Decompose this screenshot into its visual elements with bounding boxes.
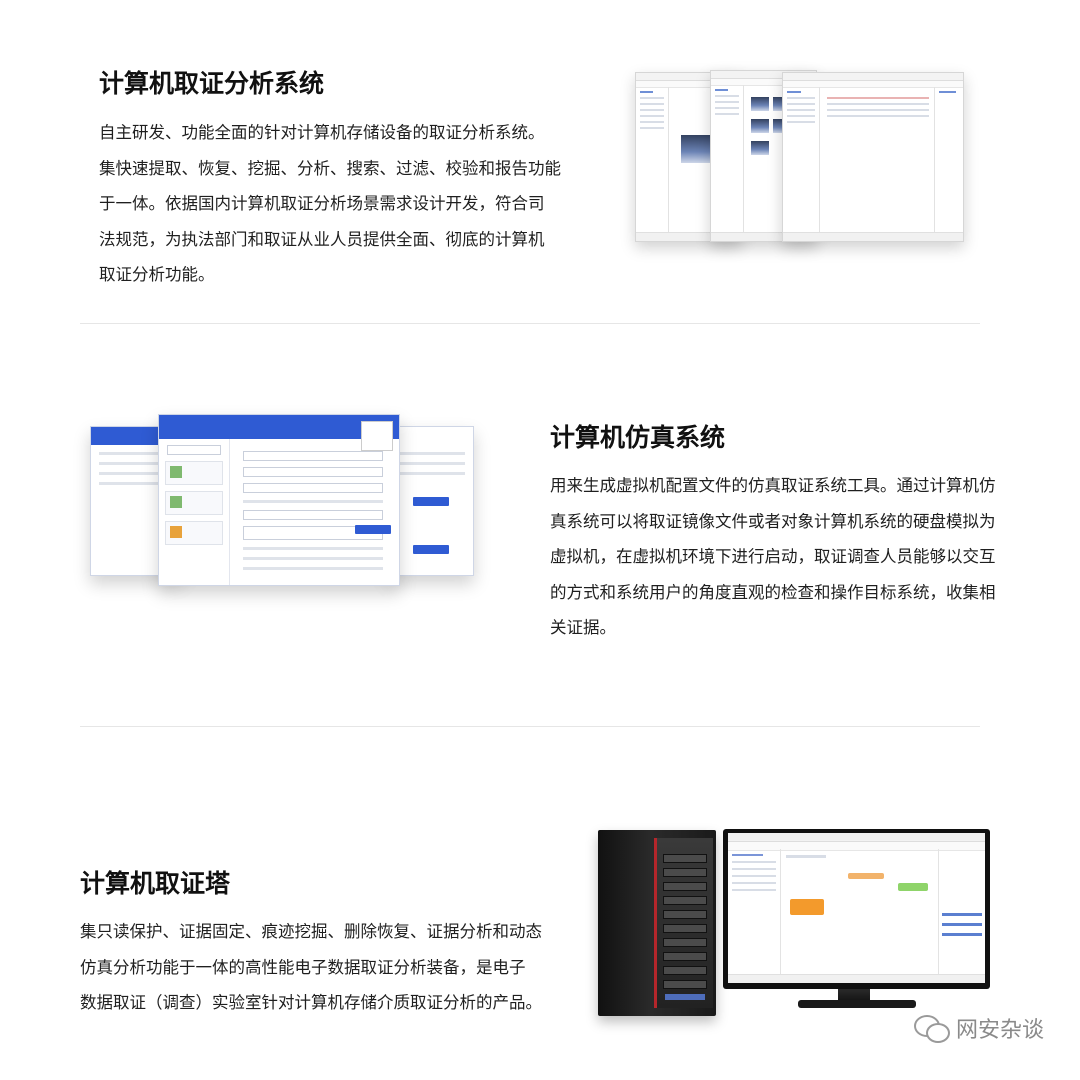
section-title-forensic-tower: 计算机取证塔 <box>80 869 231 898</box>
section-description-forensic-tower: 集只读保护、证据固定、痕迹挖掘、删除恢复、证据分析和动态 仿真分析功能于一体的高… <box>80 914 550 1021</box>
description-line: 于一体。依据国内计算机取证分析场景需求设计开发，符合司 <box>99 194 545 213</box>
section-divider <box>80 323 980 324</box>
description-line: 取证分析功能。 <box>99 265 215 284</box>
description-line: 真系统可以将取证镜像文件或者对象计算机系统的硬盘模拟为 <box>550 511 996 531</box>
description-line: 集只读保护、证据固定、痕迹挖掘、删除恢复、证据分析和动态 <box>80 922 542 941</box>
description-line: 法规范，为执法部门和取证从业人员提供全面、彻底的计算机 <box>99 229 545 249</box>
description-line: 用来生成虚拟机配置文件的仿真取证系统工具。通过计算机仿 <box>550 476 996 495</box>
simulation-system-screenshots <box>88 414 476 586</box>
app-window-screenshot <box>782 72 964 242</box>
forensic-analysis-screenshots <box>630 70 965 245</box>
app-window-screenshot <box>158 414 400 586</box>
watermark-text: 网安杂谈 <box>955 1018 1044 1043</box>
description-line: 集快速提取、恢复、挖掘、分析、搜索、过滤、校验和报告功能 <box>99 158 561 178</box>
monitor-stand-base <box>798 1000 916 1008</box>
section-title-simulation-system: 计算机仿真系统 <box>550 423 726 452</box>
description-line: 虚拟机，在虚拟机环境下进行启动，取证调查人员能够以交互 <box>550 547 996 566</box>
section-divider <box>80 726 980 727</box>
description-line: 自主研发、功能全面的针对计算机存储设备的取证分析系统。 <box>99 123 545 142</box>
section-title-forensic-analysis: 计算机取证分析系统 <box>99 69 325 98</box>
description-line: 的方式和系统用户的角度直观的检查和操作目标系统，收集相 <box>550 582 996 602</box>
description-line: 数据取证（调查）实验室针对计算机存储介质取证分析的产品。 <box>80 993 542 1012</box>
monitor-stand <box>838 989 870 1003</box>
wechat-icon <box>913 1015 950 1043</box>
forensic-tower-image <box>598 830 716 1016</box>
description-line: 关证据。 <box>550 618 616 637</box>
watermark: 网安杂谈 <box>913 1012 1044 1044</box>
section-description-simulation-system: 用来生成虚拟机配置文件的仿真取证系统工具。通过计算机仿 真系统可以将取证镜像文件… <box>550 468 1020 646</box>
app-window-screenshot <box>388 426 474 576</box>
monitor-image <box>723 829 990 989</box>
section-description-forensic-analysis: 自主研发、功能全面的针对计算机存储设备的取证分析系统。 集快速提取、恢复、挖掘、… <box>99 115 569 293</box>
description-line: 仿真分析功能于一体的高性能电子数据取证分析装备，是电子 <box>80 957 526 977</box>
